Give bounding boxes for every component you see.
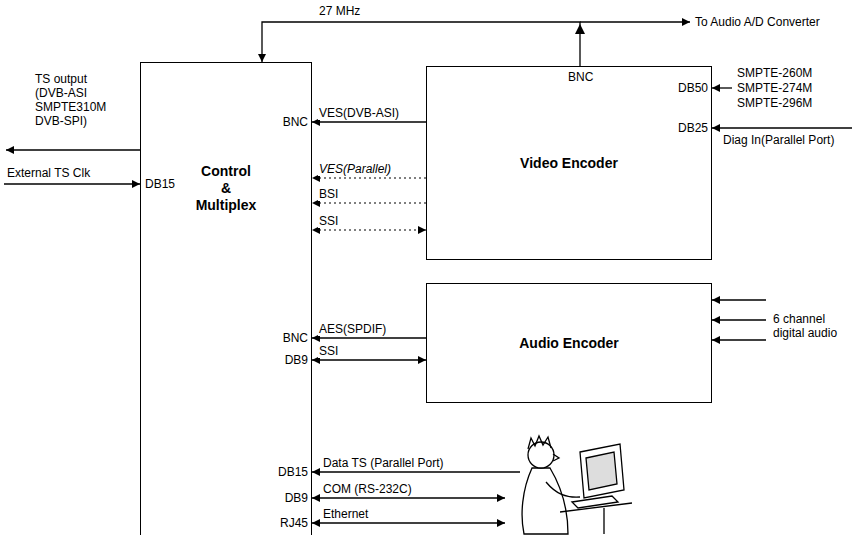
operator-body bbox=[522, 468, 568, 534]
signal-label: VES(DVB-ASI) bbox=[318, 106, 400, 120]
node-title: Audio Encoder bbox=[519, 335, 619, 352]
clock-destination-label: To Audio A/D Converter bbox=[694, 15, 821, 29]
audio-input-wire bbox=[712, 319, 766, 320]
connector-name: BNC bbox=[567, 70, 594, 84]
operator-hair bbox=[528, 436, 551, 449]
signal-label: 27 MHz bbox=[318, 4, 361, 18]
node-title: Video Encoder bbox=[520, 155, 618, 172]
output-signal-label: TS output (DVB-ASI SMPTE310M DVB-SPI) bbox=[34, 72, 112, 128]
signal-label: BSI bbox=[318, 187, 339, 201]
signal-name: Ethernet bbox=[322, 507, 369, 521]
clock-branch-wire bbox=[580, 21, 690, 22]
connector-name: DB9 bbox=[284, 491, 309, 505]
signal-label: AES(SPDIF) bbox=[318, 322, 387, 336]
node-title: Control & Multiplex bbox=[196, 163, 257, 214]
signal-connector bbox=[312, 337, 426, 338]
operator-illustration bbox=[522, 436, 632, 534]
audio-input-wire bbox=[712, 299, 766, 300]
signal-label: VES(Parallel) bbox=[318, 162, 392, 176]
operator-nose bbox=[553, 454, 559, 461]
diag-input-wire bbox=[712, 127, 852, 128]
encoder-box: Audio Encoder bbox=[426, 283, 712, 403]
connector-name: DB50 bbox=[677, 81, 709, 95]
connector-name: BNC bbox=[282, 115, 309, 129]
monitor bbox=[580, 444, 624, 498]
connector-name: DB15 bbox=[144, 177, 176, 191]
connector-name: DB9 bbox=[284, 353, 309, 367]
signal-name: Data TS (Parallel Port) bbox=[322, 456, 445, 470]
ts-clock-wire bbox=[4, 183, 140, 184]
connector-name: DB15 bbox=[277, 465, 309, 479]
input-signal-label: Diag In(Parallel Port) bbox=[722, 133, 835, 147]
monitor-screen bbox=[586, 452, 617, 490]
signal-connector bbox=[262, 22, 580, 66]
input-signal-label: 6 channel digital audio bbox=[772, 312, 858, 340]
signal-connector bbox=[312, 121, 426, 122]
ethernet-wire bbox=[312, 522, 505, 523]
signal-connector bbox=[312, 229, 426, 230]
video-standard-label: SMPTE-274M bbox=[736, 81, 813, 95]
smpte-input-wire bbox=[712, 87, 732, 88]
signal-connector bbox=[312, 202, 426, 203]
signal-label: SSI bbox=[318, 344, 339, 358]
ts-output-wire bbox=[6, 149, 140, 150]
signal-connector bbox=[312, 359, 426, 360]
connector-name: BNC bbox=[282, 331, 309, 345]
encoder-box: Video Encoder bbox=[426, 66, 712, 260]
clock-input-label: External TS Clk bbox=[6, 166, 91, 180]
audio-input-wire bbox=[712, 339, 766, 340]
connector-name: DB25 bbox=[677, 121, 709, 135]
video-standard-label: SMPTE-260M bbox=[736, 66, 813, 80]
signal-connector bbox=[312, 177, 426, 178]
operator-arm bbox=[546, 482, 580, 497]
signal-label: SSI bbox=[318, 214, 339, 228]
connector-name: RJ45 bbox=[279, 516, 309, 530]
data-ts-wire bbox=[312, 471, 520, 472]
video-standard-label: SMPTE-296M bbox=[736, 96, 813, 110]
desk bbox=[560, 503, 632, 534]
com-wire bbox=[312, 497, 505, 498]
signal-name: COM (RS-232C) bbox=[322, 482, 413, 496]
